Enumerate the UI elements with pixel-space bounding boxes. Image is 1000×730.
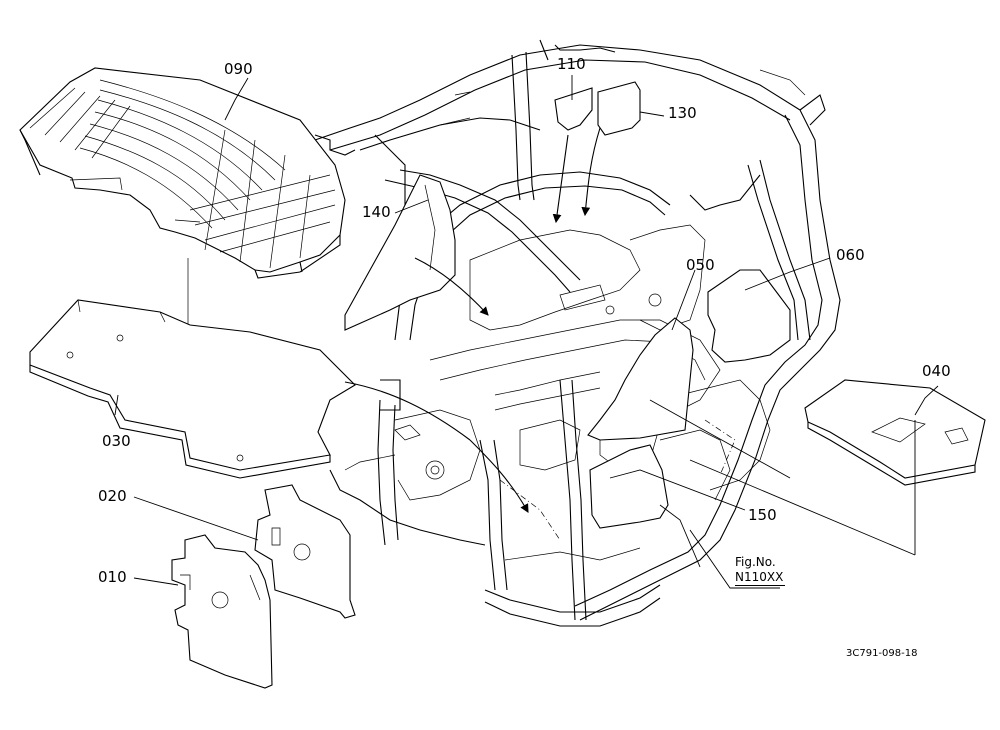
label-part-060: 060 <box>836 246 865 264</box>
drawing-code: 3C791-098-18 <box>846 648 918 659</box>
part-010-panel <box>171 534 273 689</box>
part-040-floor-mat <box>804 379 986 486</box>
install-arrows <box>344 127 601 513</box>
part-130-panel <box>597 81 641 136</box>
part-060-panel <box>707 269 791 363</box>
label-part-150: 150 <box>748 506 777 524</box>
cabin-frame <box>314 39 841 627</box>
figure-id: N110XX <box>735 570 786 586</box>
figure-number: Fig.No. N110XX <box>735 555 786 586</box>
part-110-panel <box>554 87 593 131</box>
figure-caption: Fig.No. <box>735 555 776 569</box>
label-part-090: 090 <box>224 60 253 78</box>
label-part-010: 010 <box>98 568 127 586</box>
label-part-130: 130 <box>668 104 697 122</box>
label-part-140: 140 <box>362 203 391 221</box>
part-020-panel <box>254 484 356 619</box>
label-part-040: 040 <box>922 362 951 380</box>
part-050-panel <box>587 317 694 441</box>
part-140-panel <box>344 174 456 331</box>
leader-lines <box>114 75 939 589</box>
label-part-110: 110 <box>557 55 586 73</box>
label-part-050: 050 <box>686 256 715 274</box>
part-090-floor-mat <box>19 67 346 279</box>
label-part-020: 020 <box>98 487 127 505</box>
part-150-panel <box>589 444 669 529</box>
part-030-floor-mat <box>29 299 356 479</box>
label-part-030: 030 <box>102 432 131 450</box>
